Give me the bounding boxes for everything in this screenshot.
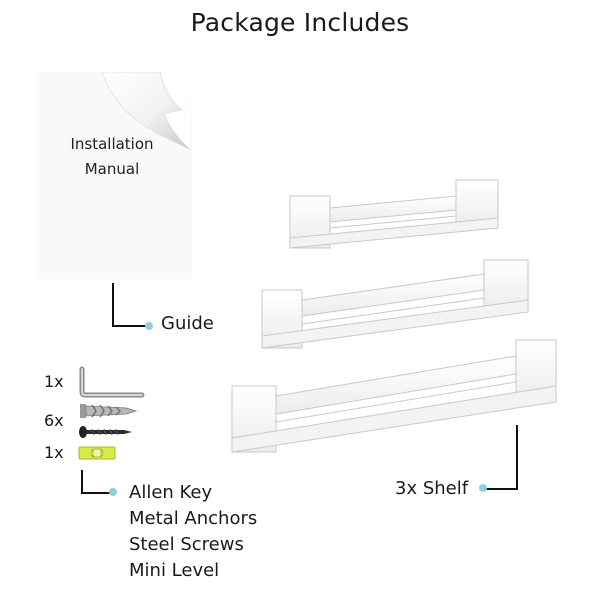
guide-bullet-dot xyxy=(145,322,153,330)
manual-line-1: Installation xyxy=(70,135,154,153)
manual-line-2: Manual xyxy=(84,160,140,178)
page-title: Package Includes xyxy=(190,8,410,37)
shelf-leader-line xyxy=(484,425,518,490)
page-curl-icon xyxy=(101,72,192,152)
parts-list: Allen Key Metal Anchors Steel Screws Min… xyxy=(129,480,257,584)
parts-bullet-dot xyxy=(109,488,117,496)
part-mini-level: Mini Level xyxy=(129,560,220,581)
shelves-image xyxy=(231,179,557,453)
manual-text: Installation Manual xyxy=(37,132,187,182)
parts-leader-line xyxy=(81,470,113,494)
guide-leader-line xyxy=(112,283,150,327)
allen-key-qty: 1x xyxy=(44,372,64,391)
level-qty: 1x xyxy=(44,443,64,462)
shelf-small xyxy=(289,179,499,249)
anchors-screws-qty: 6x xyxy=(44,411,64,430)
shelf-medium xyxy=(261,259,529,349)
allen-key-icon xyxy=(79,366,145,398)
shelf-label: 3x Shelf xyxy=(395,478,469,499)
part-metal-anchors: Metal Anchors xyxy=(129,508,258,529)
level-icon xyxy=(78,446,116,460)
guide-label: Guide xyxy=(161,313,214,334)
part-allen-key: Allen Key xyxy=(129,482,213,503)
screw-icon xyxy=(79,426,132,438)
shelf-large xyxy=(231,339,557,453)
shelf-bullet-dot xyxy=(479,484,487,492)
part-steel-screws: Steel Screws xyxy=(129,534,244,555)
anchor-icon xyxy=(80,404,138,418)
